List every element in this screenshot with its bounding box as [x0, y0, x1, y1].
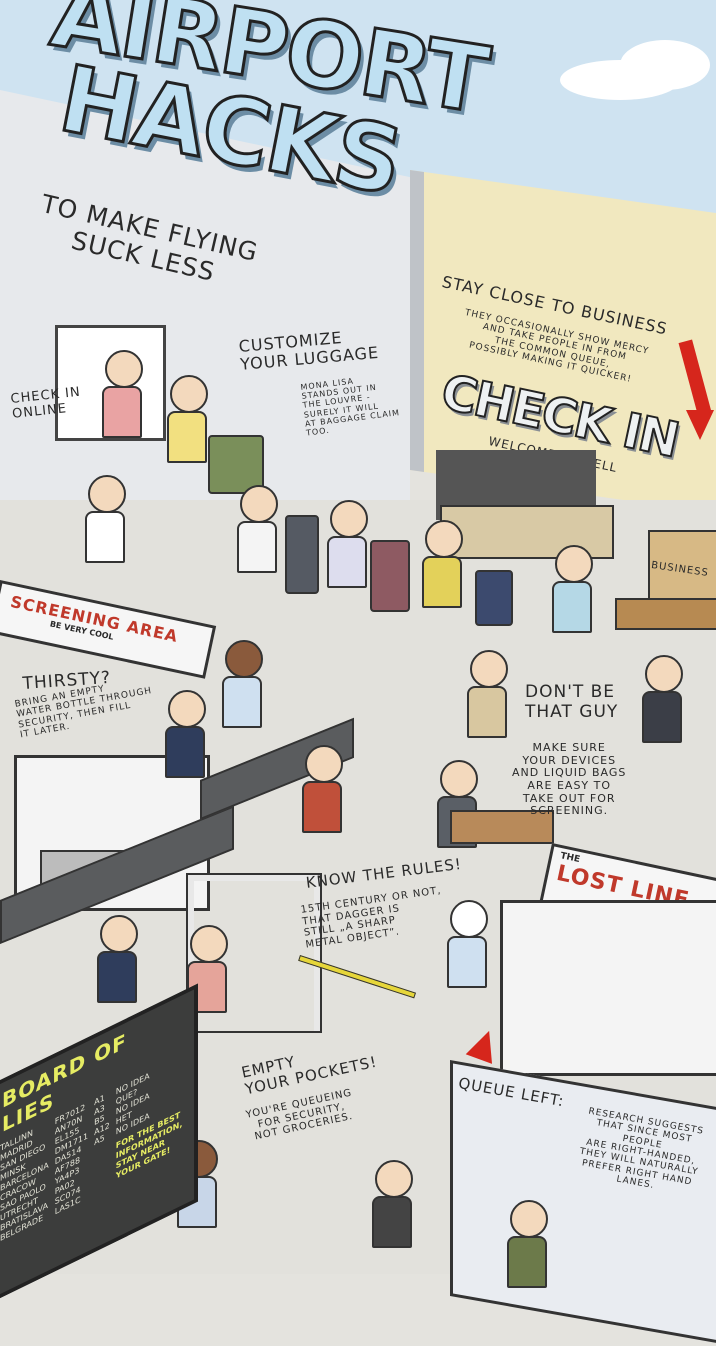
dont-be-that-guy-heading: DON'T BE THAT GUY: [525, 682, 619, 722]
board-gates: A1 A3 B5 A12 A5: [94, 1091, 110, 1199]
business-person: [642, 655, 683, 743]
person: [102, 350, 143, 438]
security-guard: [222, 640, 263, 728]
mona-lisa-suitcase: [208, 435, 264, 494]
suitcase: [370, 540, 410, 612]
person: [467, 650, 508, 738]
red-carpet-platform: [615, 598, 716, 630]
dont-be-that-guy-body: MAKE SURE YOUR DEVICES AND LIQUID BAGS A…: [512, 741, 627, 818]
customize-luggage-body: MONA LISA STANDS OUT IN THE LOUVRE - SUR…: [300, 376, 401, 438]
open-suitcase: [450, 810, 554, 844]
queue-left-panel: [450, 1060, 716, 1346]
person: [327, 500, 368, 588]
metal-detector: [186, 873, 322, 1033]
security-guard: [165, 690, 206, 778]
person: [237, 485, 278, 573]
cloud: [620, 40, 710, 90]
person: [85, 475, 126, 563]
dagger-person: [302, 745, 343, 833]
person-with-torch: [507, 1200, 548, 1288]
person: [372, 1160, 413, 1248]
arrow-icon: [686, 410, 714, 440]
suitcase: [475, 570, 513, 626]
business-podium: [648, 530, 716, 604]
security-guard: [97, 915, 138, 1003]
person: [422, 520, 463, 608]
person: [552, 545, 593, 633]
suitcase: [285, 515, 319, 594]
artist-person: [167, 375, 208, 463]
check-in-counter: [440, 505, 614, 559]
board-flights: FR7012 AN70N EL155 DM1711 DA514 AF788 YA…: [55, 1101, 88, 1217]
abandoned-scanner: [500, 900, 716, 1076]
skeleton-guard: [447, 900, 488, 988]
